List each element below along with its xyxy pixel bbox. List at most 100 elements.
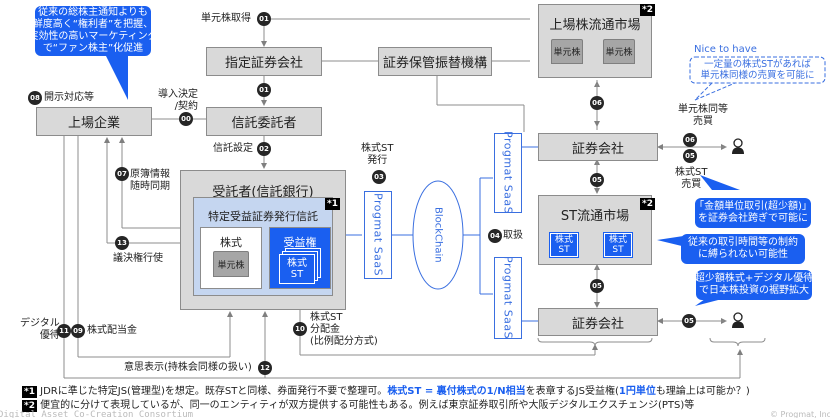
doc-unit-share: 単元株: [603, 39, 635, 64]
nice-to-have-text: 一定量の株式STがあれば 単元株同様の売買を可能に: [692, 59, 823, 81]
blockchain-label: BlockChain: [432, 207, 444, 263]
note-mark-2: *2: [640, 4, 655, 16]
box-securities-company-top: 証券会社: [538, 133, 658, 161]
watermark-left: Digital Asset Co-Creation Consortium: [0, 410, 194, 418]
label-introduce: 導入決定 /契約: [158, 89, 198, 113]
progmat-saas-issue: Progmat SaaS: [364, 191, 392, 279]
step-badge-07: 07: [115, 167, 129, 181]
saas-label: Progmat SaaS: [501, 256, 515, 340]
label-line: 株式ST: [361, 143, 394, 154]
box-listed-company: 上場企業: [36, 107, 152, 136]
label-unit-equiv-trade: 単元株同等 売買: [678, 104, 728, 128]
label-line: 発行: [367, 155, 388, 166]
callout-line: で日本株投資の裾野拡大: [699, 285, 809, 296]
label-line: 導入決定: [158, 89, 198, 100]
stock-title: 株式: [220, 236, 242, 249]
label-st-trade: 株式ST 売買: [675, 167, 707, 191]
note-mark-2: *2: [22, 400, 37, 412]
label-line: 優待: [39, 330, 60, 341]
person-icon: [732, 312, 744, 328]
footnote-emphasis: 1円単位: [618, 386, 656, 397]
callout-line: 鮮度高く“権利者”を把握、: [32, 19, 154, 30]
label-line: 分配金: [310, 324, 340, 335]
trustee-title: 受託者(信託銀行): [212, 185, 314, 200]
label-line: 株式ST: [675, 167, 708, 178]
box-securities-company-bottom: 証券会社: [538, 308, 658, 336]
callout-micro-stock: 超少額株式+デジタル優待 で日本株投資の裾野拡大: [695, 270, 813, 300]
doc-text: ST: [290, 269, 304, 280]
callout-fan-shareholder: 従来の総株主通知よりも 鮮度高く“権利者”を把握、 実効性の高いマーケティング …: [28, 6, 158, 56]
label-voting: 議決権行使: [113, 253, 163, 264]
doc-text: 株式: [554, 235, 573, 245]
footnote-emphasis: 株式ST = 裏付株式の1/N相当: [387, 386, 526, 397]
box-designated-securities: 指定証券会社: [206, 47, 322, 76]
step-badge-05: 05: [590, 173, 604, 187]
box-st-market: ST流通市場: [538, 195, 652, 265]
footnote-text: 便宜的に分けて表現しているが、同一のエンティティが双方提供する可能性もある。例え…: [40, 400, 695, 411]
label-line: 株式ST: [310, 312, 343, 323]
box-trustor: 信託委託者: [206, 107, 322, 136]
doc-text: ST: [612, 245, 624, 255]
label-ledger-sync: 原簿情報 随時同期: [130, 169, 170, 193]
step-badge-09: 09: [71, 324, 85, 338]
callout-line: に縛られない可能性: [698, 249, 788, 260]
label-line: 原簿情報: [130, 169, 170, 180]
step-badge-08: 08: [28, 91, 42, 105]
nice-to-have-title: Nice to have: [694, 44, 757, 55]
label-dividend: 株式配当金: [87, 325, 137, 336]
footnote-1: *1 JDRに準じた特定JS(管理型)を想定。既存STと同様、券面発行不要で整理…: [22, 386, 750, 398]
step-badge-03: 03: [372, 170, 386, 184]
callout-line: 一定量の株式STがあれば: [704, 59, 811, 70]
listed-market-title: 上場株流通市場: [549, 18, 641, 33]
callout-line: で“ファン株主”化促進: [42, 43, 144, 54]
doc-unit-share: 単元株: [551, 39, 583, 64]
step-badge-10: 10: [293, 322, 307, 336]
footnote-text: を表章するJS受益権(: [525, 386, 619, 397]
label-digital-benefit: デジタル 優待: [20, 318, 60, 342]
step-badge-02: 02: [257, 142, 271, 156]
label-trust-setting: 信託設定: [213, 143, 253, 154]
box-depository: 証券保管振替機構: [378, 47, 492, 76]
callout-line: 単元株同様の売買を可能に: [700, 70, 815, 81]
step-badge-00: 00: [179, 112, 193, 126]
label-unit-share-acquire: 単元株取得: [201, 13, 251, 24]
step-badge-01: 01: [257, 83, 271, 97]
callout-line: を証券会社跨ぎで可能に: [698, 213, 808, 224]
doc-text: ST: [558, 245, 570, 255]
label-intent: 意思表示(持株会同様の扱い): [124, 362, 252, 373]
box-stock: 株式: [200, 227, 262, 289]
doc-text: 株式: [287, 258, 307, 269]
label-line: 売買: [693, 116, 713, 127]
footnote-text: も理論上は可能か？): [655, 386, 750, 397]
label-line: デジタル: [20, 318, 60, 329]
label-line: 単元株同等: [678, 104, 728, 115]
progmat-saas-top: Progmat SaaS: [494, 131, 522, 215]
callout-line: 実効性の高いマーケティング: [28, 31, 158, 42]
step-badge-04: 04: [488, 229, 502, 243]
doc-unit-share: 単元株: [213, 251, 249, 277]
label-line: 随時同期: [130, 181, 170, 192]
note-mark-1: *1: [22, 386, 37, 398]
watermark-right: © Progmat, Inc.: [770, 410, 830, 418]
saas-label: Progmat SaaS: [501, 131, 515, 215]
step-badge-11: 11: [57, 324, 71, 338]
doc-text: 株式: [608, 235, 627, 245]
st-market-title: ST流通市場: [560, 209, 630, 224]
note-mark-2: *2: [640, 198, 655, 210]
label-line: (比例配分方式): [310, 336, 378, 347]
footnote-text: JDRに準じた特定JS(管理型)を想定。既存STと同様、券面発行不要で整理可。: [40, 386, 388, 397]
step-badge-01: 01: [257, 12, 271, 26]
label-st-issue: 株式ST 発行: [361, 143, 393, 167]
note-mark-1: *1: [325, 198, 340, 210]
label-line: /契約: [174, 101, 198, 112]
callout-line: 従来の取引時間等の制約: [688, 237, 798, 248]
step-badge-05: 05: [683, 149, 697, 163]
step-badge-05: 05: [590, 279, 604, 293]
callout-trading-time: 従来の取引時間等の制約 に縛られない可能性: [681, 234, 805, 264]
label-st-distribution: 株式ST 分配金 (比例配分方式): [310, 312, 378, 348]
callout-line: 「金額単位取引(超少額)」: [694, 201, 812, 212]
trust-title: 特定受益証券発行信託: [208, 210, 318, 223]
